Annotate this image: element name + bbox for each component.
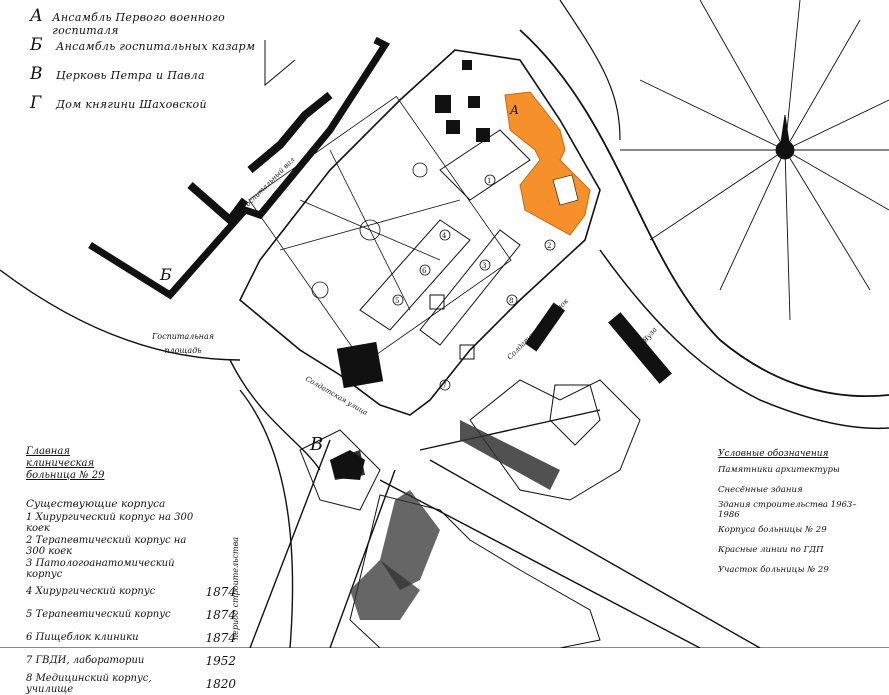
barracks-outline <box>88 36 391 300</box>
svg-text:7: 7 <box>442 382 446 390</box>
legend-bottom-right: Условные обозначения Памятники архитекту… <box>718 449 878 579</box>
list-item: Участок больницы № 29 <box>718 565 829 575</box>
list-item: Здания строительства 1963–1986 <box>718 500 857 520</box>
legend-bottom-left: Главная клиническая больница № 29 Сущест… <box>26 446 236 695</box>
numbered-markers: 5 6 4 3 8 2 1 7 <box>392 174 556 391</box>
legend-key: Б <box>30 35 43 55</box>
legend-top-row: А Ансамбль Первого военного госпиталя <box>30 6 260 37</box>
list-item: 2 Терапевтический корпус на 300 коек <box>26 534 187 557</box>
list-item: 1 Хирургический корпус на 300 коек <box>26 511 194 534</box>
legend-top: А Ансамбль Первого военного госпиталя Б … <box>30 6 260 122</box>
legend-br-title: Условные обозначения <box>718 449 829 459</box>
garden-paths <box>248 95 512 365</box>
svg-text:3: 3 <box>482 262 486 270</box>
legend-text: Ансамбль госпитальных казарм <box>56 40 256 53</box>
label-hospital-square: Госпитальная площадь <box>151 332 215 355</box>
legend-top-row: Б Ансамбль госпитальных казарм <box>30 35 260 64</box>
black-structures <box>336 60 672 389</box>
legend-top-row: Г Дом княгини Шаховской <box>30 93 260 122</box>
marker-a: А <box>509 103 519 117</box>
legend-text: Церковь Петра и Павла <box>56 69 205 82</box>
legend-key: Г <box>30 93 42 113</box>
legend-key: А <box>30 6 43 26</box>
label-side-note: период строительства <box>231 537 240 640</box>
legend-key: В <box>30 64 43 84</box>
svg-text:1: 1 <box>487 177 491 185</box>
svg-text:6: 6 <box>422 267 427 275</box>
legend-bl-subtitle: Существующие корпуса <box>26 498 166 510</box>
list-item: Снесённые здания <box>718 485 803 495</box>
svg-text:5: 5 <box>395 297 399 305</box>
legend-top-row: В Церковь Петра и Павла <box>30 64 260 93</box>
legend-bl-title: Главная клиническая больница № 29 <box>26 446 105 481</box>
river-bank-inner <box>599 249 889 430</box>
list-item: Красные линии по ГДП <box>718 545 824 555</box>
street-lines <box>0 269 761 648</box>
svg-text:В: В <box>309 434 323 455</box>
legend-text: Ансамбль Первого военного госпиталя <box>52 11 226 37</box>
south-blocks <box>299 379 641 648</box>
river-bank-outer <box>519 29 889 398</box>
svg-text:8: 8 <box>509 297 513 305</box>
legend-text: Дом княгини Шаховской <box>56 98 207 111</box>
site-plan-map: 5 6 4 3 8 2 1 7 В А Б Госпитальный вал С… <box>0 0 889 648</box>
list-item: Корпуса больницы № 29 <box>718 525 827 535</box>
label-soldatsky-pereulok: Солдатский переулок <box>506 297 571 362</box>
hatched-blocks <box>330 420 560 620</box>
marker-b: Б <box>159 265 172 284</box>
svg-text:4: 4 <box>442 232 447 240</box>
river-upper <box>559 0 621 141</box>
list-item: 3 Патологоанатомический корпус <box>26 557 175 580</box>
svg-text:2: 2 <box>547 242 551 250</box>
compass-rose <box>620 0 889 321</box>
list-item: Памятники архитектуры <box>718 465 840 475</box>
hospital-block-outline <box>239 49 601 416</box>
interior-buildings <box>359 129 531 360</box>
church-marker: В <box>309 434 365 480</box>
